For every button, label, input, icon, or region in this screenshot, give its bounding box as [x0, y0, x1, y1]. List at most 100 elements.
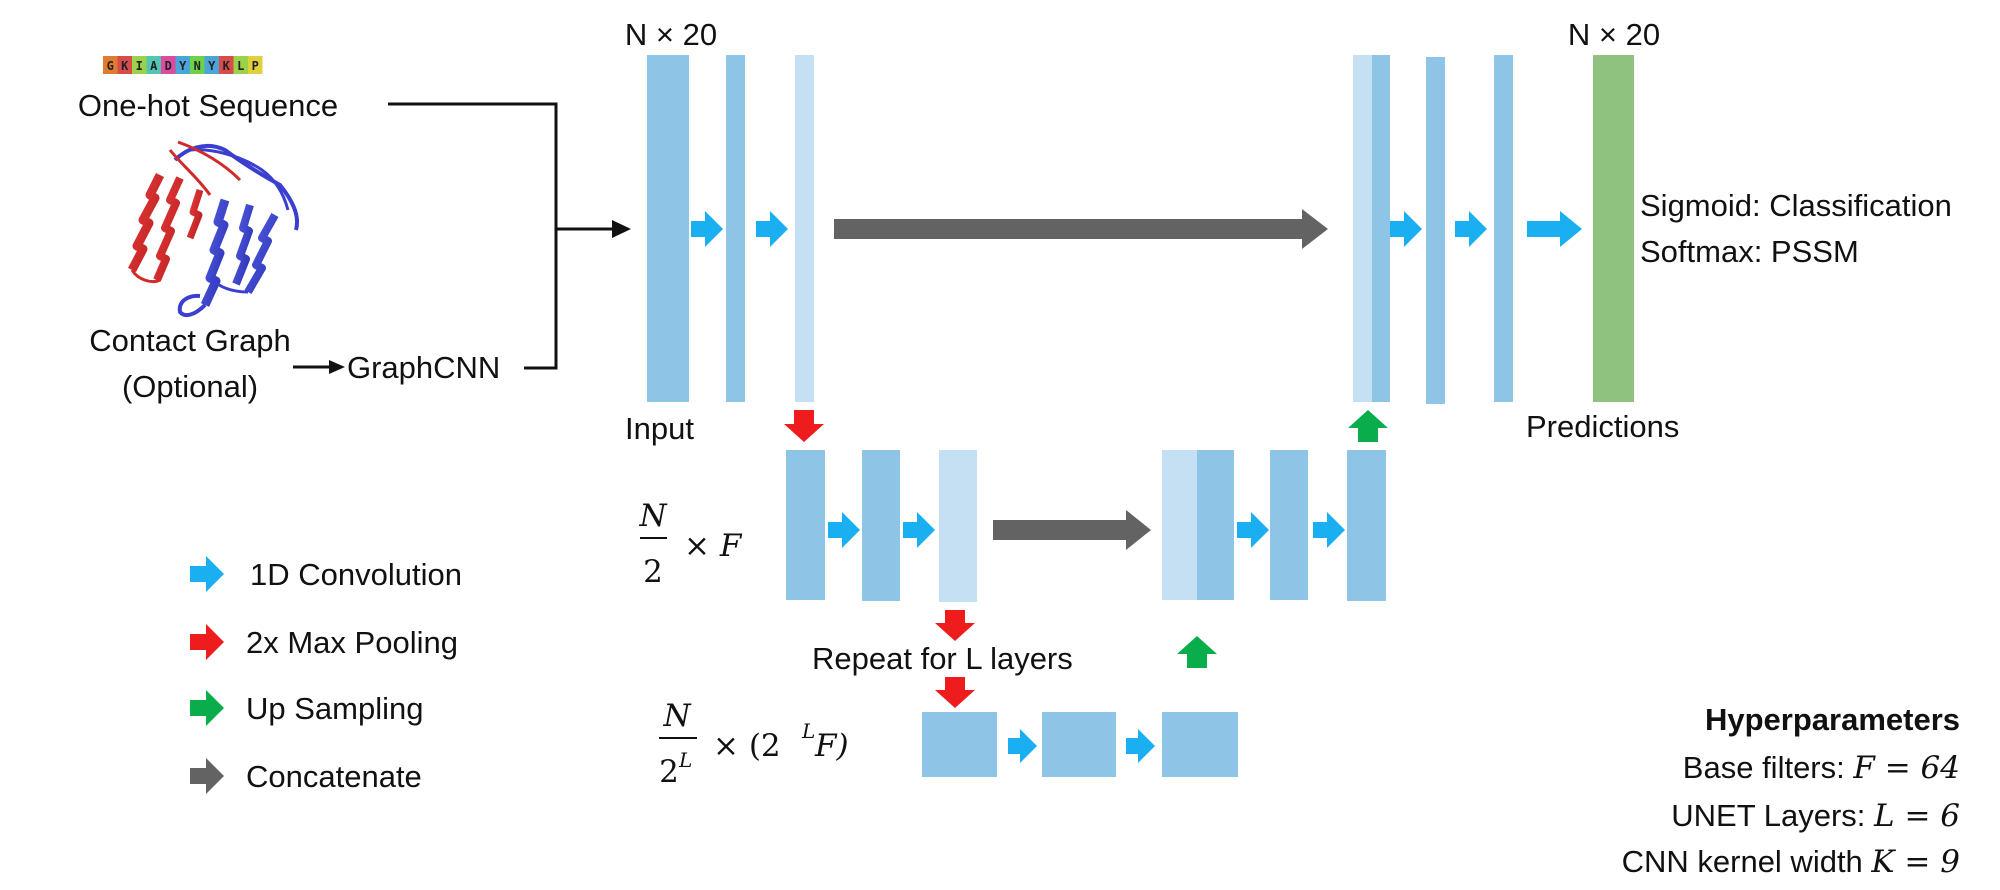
bottleneck-block-3 [1162, 712, 1238, 777]
input-label: Input [625, 411, 694, 446]
conv-arrow-mid-2 [903, 512, 935, 548]
graphcnn-label: GraphCNN [347, 350, 500, 385]
sequence-cell [248, 56, 263, 74]
decoder-conv-block-2a [1270, 450, 1308, 600]
sequence-letter: K [223, 59, 231, 73]
conv-arrow-top-2 [756, 211, 788, 247]
sequence-cell [132, 56, 147, 74]
contact-graph-optional-label: (Optional) [122, 369, 258, 404]
legend-concat-label: Concatenate [246, 759, 422, 794]
input-dimension-label: N × 20 [625, 17, 717, 52]
sequence-letter: N [194, 59, 201, 73]
decoder-skip-block-2 [1162, 450, 1197, 600]
sequence-letter: Y [179, 59, 187, 73]
decoder-conv-block-1b [1494, 55, 1513, 402]
conv-arrow-top-3 [1390, 211, 1422, 247]
input-merge-connector [388, 102, 612, 370]
bottom-dimension-suffix-b: F) [814, 728, 849, 764]
middle-dimension-suffix: × F [684, 528, 743, 564]
hyperparameter-base-filters: Base filters: F = 64 [1683, 750, 1960, 786]
bottom-dimension-suffix-exponent: L [801, 719, 815, 743]
sequence-letter: I [136, 59, 143, 73]
legend-item-concat: Concatenate [190, 758, 422, 794]
encoder-conv-block-1 [726, 55, 745, 402]
sequence-letter: Y [208, 59, 216, 73]
protein-structure-image [128, 140, 299, 318]
contact-graph-label: Contact Graph [89, 323, 291, 358]
encoder-conv-block-2b [862, 450, 900, 601]
repeat-layers-label: Repeat for L layers [812, 641, 1073, 676]
conv-arrow-bottom-1 [1008, 729, 1037, 763]
decoder-skip-block-1 [1353, 55, 1372, 402]
middle-dimension-denominator: 2 [643, 554, 663, 590]
sequence-letter: A [150, 59, 158, 73]
sequence-letter: P [252, 59, 259, 73]
sequence-letter: D [165, 59, 172, 73]
pool-arrow-2 [935, 610, 975, 641]
sequence-letter: G [107, 59, 114, 73]
conv-arrow-top-4 [1455, 211, 1487, 247]
legend-pool-label: 2x Max Pooling [246, 625, 458, 660]
encoder-conv-block-2a [786, 450, 825, 600]
output-block [1593, 55, 1634, 402]
legend-conv-label: 1D Convolution [250, 557, 462, 592]
conv-arrow-mid-4 [1313, 512, 1345, 548]
conv-arrow-mid-1 [828, 512, 860, 548]
sequence-cell [204, 56, 219, 74]
sequence-label: One-hot Sequence [78, 88, 338, 123]
bottom-dimension-numerator: N [662, 698, 692, 734]
conv-arrow-top-1 [691, 211, 723, 247]
bottom-dimension-denominator-exponent: L [678, 748, 692, 772]
legend-conv-arrow-icon [190, 556, 224, 592]
legend-concat-arrow-icon [190, 758, 224, 794]
encoder-skip-block-2 [939, 450, 977, 602]
concat-arrow-top [834, 209, 1328, 249]
softmax-label: Softmax: PSSM [1640, 234, 1859, 269]
up-arrow-1 [1348, 410, 1388, 442]
sequence-cell [190, 56, 205, 74]
legend-up-arrow-icon [190, 690, 224, 726]
decoder-conv-block-1a [1426, 57, 1445, 404]
sequence-letter: L [237, 59, 244, 73]
pool-arrow-1 [784, 410, 824, 442]
encoder-skip-block-1 [795, 55, 814, 402]
up-arrow-2 [1177, 636, 1217, 668]
sigmoid-label: Sigmoid: Classification [1640, 188, 1952, 223]
sequence-cell [103, 56, 118, 74]
input-block [647, 55, 689, 402]
bottleneck-block-2 [1042, 712, 1116, 777]
legend-item-up: Up Sampling [190, 690, 423, 726]
middle-dimension-numerator: N [638, 498, 668, 534]
sequence-letter: K [121, 59, 129, 73]
hyperparameters-box: Hyperparameters Base filters: F = 64 UNE… [1622, 702, 1960, 880]
bottleneck-block-1 [922, 712, 997, 777]
decoder-conv-block-2b [1347, 450, 1386, 601]
hyperparameter-kernel-width: CNN kernel width K = 9 [1622, 844, 1960, 880]
conv-arrow-to-output [1527, 211, 1582, 247]
sequence-cell [233, 56, 248, 74]
input-merge-arrowhead [612, 220, 631, 238]
pool-arrow-3 [935, 677, 975, 708]
bottom-dimension-suffix-a: × (2 [713, 728, 781, 764]
decoder-upsampled-block-2 [1197, 450, 1234, 600]
hyperparameter-unet-layers: UNET Layers: L = 6 [1671, 798, 1960, 834]
conv-arrow-mid-3 [1237, 512, 1269, 548]
sequence-cell [146, 56, 161, 74]
output-dimension-label: N × 20 [1568, 17, 1660, 52]
hyperparameters-title: Hyperparameters [1705, 702, 1960, 737]
sequence-cell [175, 56, 190, 74]
sequence-cell [117, 56, 132, 74]
sequence-cell [219, 56, 234, 74]
graph-to-graphcnn-arrow [293, 360, 345, 374]
legend-item-conv: 1D Convolution [190, 556, 462, 592]
legend-up-label: Up Sampling [246, 691, 423, 726]
legend-item-pool: 2x Max Pooling [190, 624, 458, 660]
conv-arrow-bottom-2 [1126, 729, 1155, 763]
concat-arrow-mid [993, 510, 1151, 550]
legend-pool-arrow-icon [190, 624, 224, 660]
bottom-dimension-denominator-base: 2 [659, 754, 679, 790]
sequence-cell [161, 56, 176, 74]
predictions-label: Predictions [1526, 409, 1679, 444]
